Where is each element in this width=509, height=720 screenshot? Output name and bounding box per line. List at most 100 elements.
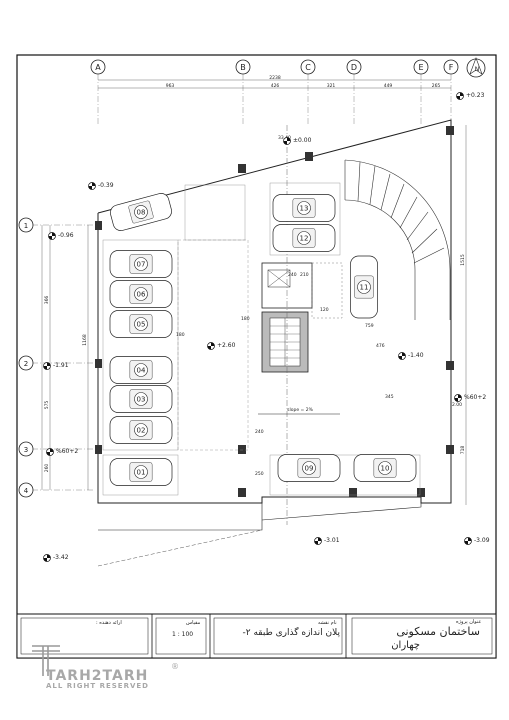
project-title-1: ساختمان مسکونی [396,625,480,638]
mid-dim-b: 759 [365,323,374,329]
parking-number-09: 09 [305,465,314,473]
parking-number-13: 13 [300,205,309,213]
parking-number-06: 06 [137,291,146,299]
parked-car-01: 01 [109,458,173,486]
right-dim-1: 1515 [460,254,466,266]
level-value-upper-left: -0.39 [98,182,114,189]
parked-car-04: 04 [109,356,173,384]
parked-car-10: 10 [353,454,417,482]
scale-label: مقیاس [186,620,201,626]
mid-dim-a: 180 [176,332,185,338]
level-value-left-low: %60+2 [56,448,78,455]
grid-bubble-b: B [235,59,251,75]
grid-bubble-d: D [346,59,362,75]
dim-seg-2: 426 [271,83,280,89]
stair-width-dim: 120 [320,307,329,313]
grid-label-4: 4 [24,487,29,495]
ramp-slope: slope = 2% [258,407,340,415]
grid-bubble-a: A [90,59,106,75]
inner-dimensions: 240 210 180 120 180 759 476 240 250 345 … [176,135,462,477]
parking-zones [102,182,421,496]
parking-number-12: 12 [300,235,309,243]
parking-cars: 08 07 06 05 04 03 02 01 13 12 11 09 10 [109,193,417,486]
level-value-left: -0.96 [58,232,74,239]
logo-tagline: ALL RIGHT RESERVED [46,682,149,690]
grid-bubble-2: 2 [18,355,34,371]
parking-number-05: 05 [137,321,146,329]
level-marker-left-mid: -1.91 [43,362,69,370]
grid-label-f: F [449,63,454,72]
level-marker-left-low: %60+2 [46,448,78,456]
left-dim-1: 366 [44,296,50,305]
designer-label: ارائه دهنده : [96,620,122,626]
elev-dim-2: 210 [300,272,309,278]
dim-total: 2238 [269,75,281,81]
north-label: N [475,66,480,73]
level-value-top-right: +0.23 [466,92,485,99]
level-marker-center-right: -1.40 [398,352,424,360]
grid-label-b: B [240,63,246,72]
grid-label-e: E [418,63,423,72]
parking-number-01: 01 [137,469,146,477]
left-total: 1168 [82,334,88,346]
level-marker-center-top: ±0.00 [283,137,312,145]
level-marker-bottom-center: -3.01 [314,537,340,545]
right-dimension-chain: 1515 718 [460,125,467,505]
drawing-label: نام نقشه [318,620,337,626]
bottom-dim-c: 345 [385,394,394,400]
parking-number-08: 08 [137,209,146,217]
project-title-2: چهاران [391,640,420,651]
ramp-slope-label: slope = 2% [287,407,313,413]
parked-car-05: 05 [109,310,173,338]
project-label: عنوان پروژه [456,619,482,625]
parking-number-10: 10 [381,465,390,473]
level-value-center: +2.60 [217,342,236,349]
level-marker-center: +2.60 [207,342,236,350]
level-value-right: %60+2 [464,394,486,401]
bottom-dim-b: 250 [255,471,264,477]
level-marker-upper-left: -0.39 [88,182,114,190]
dim-seg-3: 321 [327,83,336,89]
grid-label-1: 1 [24,222,28,230]
level-markers: +0.23 ±0.00 -0.39 -0.96 -1.91 %60+2 +2.60 -1.40… [43,92,490,562]
parking-number-11: 11 [360,284,369,292]
parking-number-03: 03 [137,396,146,404]
grid-label-2: 2 [24,360,28,368]
row-grid: 1 2 3 4 [18,217,95,498]
right-dim-2: 718 [460,446,466,455]
grid-label-a: A [95,63,101,72]
level-value-bottom-right: -3.09 [474,537,490,544]
column-grid: A B C D E F [90,59,459,125]
spiral-ramp [344,159,451,320]
level-value-left-mid: -1.91 [53,362,69,369]
elev-dim-1: 240 [288,272,297,278]
dim-seg-1: 963 [166,83,175,89]
parked-car-08: 08 [110,193,172,231]
logo-brand: TARH2TARH [46,668,149,684]
level-value-bottom-center: -3.01 [324,537,340,544]
parked-car-07: 07 [109,250,173,278]
bottom-dim-a: 240 [255,429,264,435]
left-dimension-chain: 366 575 260 1168 [41,225,89,490]
grid-bubble-1: 1 [18,217,34,233]
level-marker-bottom-left: -3.42 [43,554,69,562]
level-value-center-right: -1.40 [408,352,424,359]
parked-car-09: 09 [277,454,341,482]
grid-bubble-c: C [300,59,316,75]
parked-car-06: 06 [109,280,173,308]
dim-seg-4: 449 [384,83,393,89]
grid-bubble-f: F [443,59,459,75]
level-value-center-top: ±0.00 [293,137,312,144]
grid-bubble-e: E [413,59,429,75]
dim-seg-5: 265 [432,83,441,89]
title-block [16,613,497,659]
logo-mark-icon [32,645,60,676]
grid-bubble-3: 3 [18,441,34,457]
parked-car-12: 12 [272,224,336,252]
parking-number-02: 02 [137,427,146,435]
level-marker-right: %60+2 [454,394,486,402]
left-dim-3: 260 [44,464,50,473]
stair-core [261,262,343,373]
tarh2tarh-logo: TARH2TARH ALL RIGHT RESERVED ® [26,640,186,692]
